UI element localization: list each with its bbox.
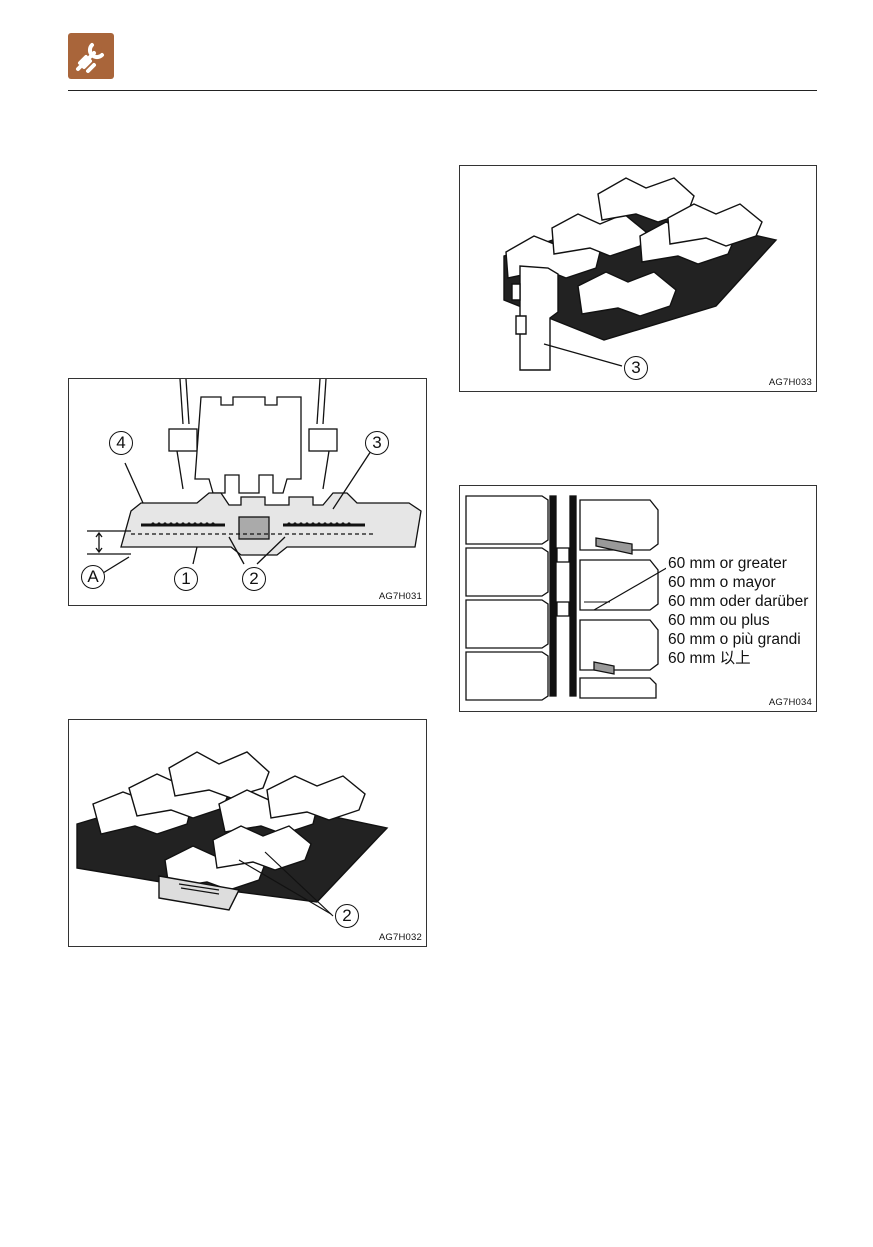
label-french: 60 mm ou plus [668, 611, 808, 630]
label-italian: 60 mm o più grandi [668, 630, 808, 649]
callout-3: 3 [365, 431, 389, 455]
wrench-icon [68, 33, 114, 79]
callout-4: 4 [109, 431, 133, 455]
callout-2: 2 [242, 567, 266, 591]
figure-lug-wear-limit: 60 mm or greater 60 mm o mayor 60 mm ode… [459, 485, 817, 712]
callout-2: 2 [335, 904, 359, 928]
figure-code: AG7H033 [769, 377, 812, 388]
callout-3: 3 [624, 356, 648, 380]
label-english: 60 mm or greater [668, 554, 808, 573]
figure-track-lugs: 2 AG7H032 [68, 719, 427, 947]
label-german: 60 mm oder darüber [668, 592, 808, 611]
wear-limit-labels: 60 mm or greater 60 mm o mayor 60 mm ode… [666, 554, 808, 668]
figure-track-cross-section: 4 3 A 1 2 AG7H031 [68, 378, 427, 606]
figure-track-metal-core: 3 AG7H033 [459, 165, 817, 392]
callout-1: 1 [174, 567, 198, 591]
maintenance-icon [68, 33, 114, 79]
figure-code: AG7H034 [769, 697, 812, 708]
label-spanish: 60 mm o mayor [668, 573, 808, 592]
figure-code: AG7H032 [379, 932, 422, 943]
figure-code: AG7H031 [379, 591, 422, 602]
header-divider [68, 90, 817, 91]
track-lugs-illustration [69, 720, 427, 947]
callout-a: A [81, 565, 105, 589]
label-japanese: 60 mm 以上 [668, 649, 808, 668]
